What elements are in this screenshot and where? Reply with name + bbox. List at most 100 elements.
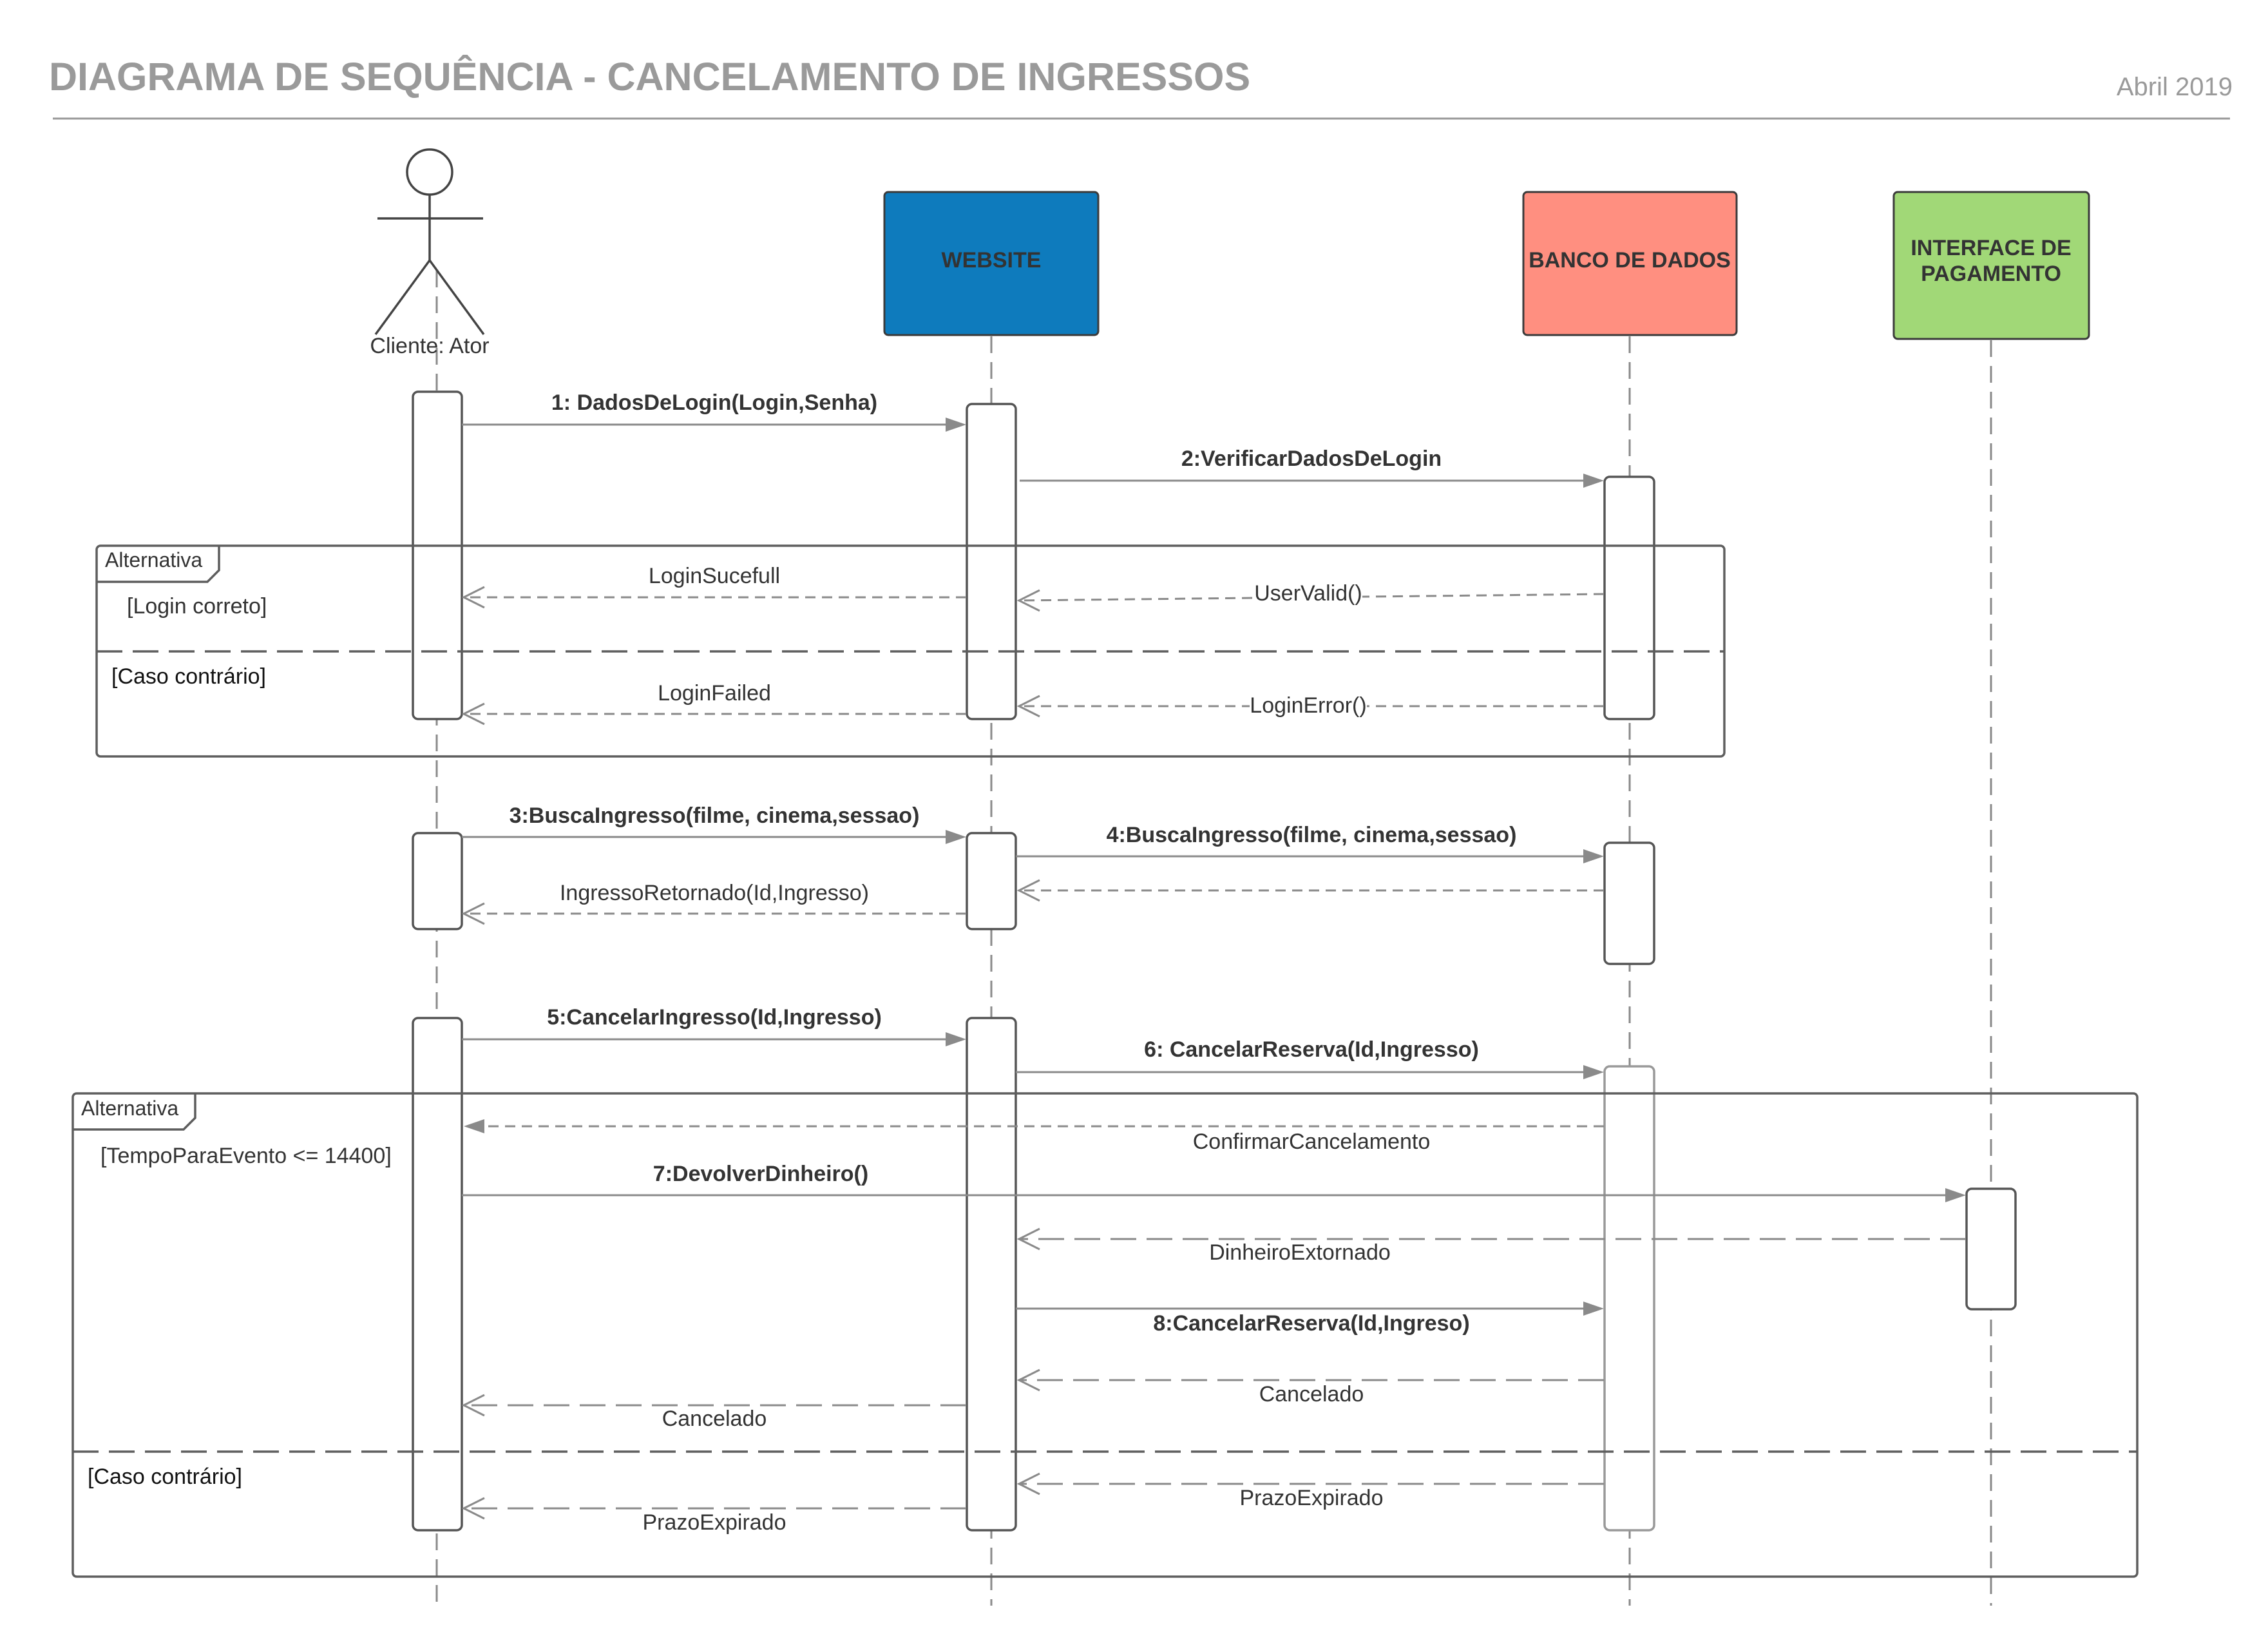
activation-cliente xyxy=(412,390,463,720)
open-arrowhead xyxy=(1016,879,1040,902)
return-login-failed: LoginFailed xyxy=(461,681,966,725)
return-login-error: LoginError() xyxy=(1016,693,1604,718)
message-label: 3:BuscaIngresso(filme, cinema,sessao) xyxy=(510,803,920,828)
return-login-sucefull: LoginSucefull xyxy=(461,564,966,609)
open-arrowhead xyxy=(461,702,485,725)
label-bg xyxy=(1253,580,1362,603)
message-label: UserValid() xyxy=(1254,581,1362,606)
message-label: 1: DadosDeLogin(Login,Senha) xyxy=(551,390,877,415)
participant-pagamento-box xyxy=(1892,191,2090,340)
activation-pagamento xyxy=(1965,1187,2017,1311)
arrowhead xyxy=(946,418,966,432)
date-label: Abril 2019 xyxy=(2117,73,2233,101)
return-ingresso-retornado: IngressoRetornado(Id,Ingresso) xyxy=(461,881,966,925)
open-arrowhead xyxy=(1016,589,1040,612)
message-label: IngressoRetornado(Id,Ingresso) xyxy=(560,881,869,905)
message-label: 8:CancelarReserva(Id,Ingreso) xyxy=(1153,1311,1469,1336)
message-6: 6: CancelarReserva(Id,Ingresso) xyxy=(1016,1037,1604,1079)
return-user-valid: UserValid() xyxy=(1016,580,1605,612)
actor-head-icon xyxy=(406,148,453,196)
participant-pagamento-label-line1: INTERFACE DE xyxy=(1911,236,2071,260)
arrowhead xyxy=(1583,474,1604,488)
open-arrowhead xyxy=(1016,695,1040,718)
message-5: 5:CancelarIngresso(Id,Ingresso) xyxy=(462,1005,966,1046)
actor-cliente[interactable]: Cliente: Ator xyxy=(370,148,490,358)
alt-frame-name: Alternativa xyxy=(81,1097,178,1120)
message-label: PrazoExpirado xyxy=(642,1510,786,1535)
activation-cliente xyxy=(412,1017,463,1532)
return-prazo-expirado-website: PrazoExpirado xyxy=(461,1497,966,1535)
message-3: 3:BuscaIngresso(filme, cinema,sessao) xyxy=(462,803,966,844)
participant-website[interactable]: WEBSITE xyxy=(883,191,1100,336)
actor-leg-right xyxy=(428,259,485,336)
message-label: LoginSucefull xyxy=(649,564,780,588)
participant-pagamento[interactable]: INTERFACE DE PAGAMENTO xyxy=(1892,191,2090,340)
arrowhead xyxy=(946,1032,966,1046)
open-arrowhead xyxy=(461,586,485,609)
return-cancelado-website: Cancelado xyxy=(461,1394,966,1431)
return-prazo-expirado-banco: PrazoExpirado xyxy=(1016,1472,1604,1510)
alt-frame-border xyxy=(71,1092,2139,1578)
message-label: DinheiroExtornado xyxy=(1209,1240,1391,1265)
participant-banco-box xyxy=(1522,191,1738,336)
message-7: 7:DevolverDinheiro() xyxy=(462,1162,1966,1202)
alt-guard: [TempoParaEvento <= 14400] xyxy=(100,1144,392,1168)
return-busca-banco xyxy=(1016,879,1604,902)
arrowhead xyxy=(946,830,966,844)
activation-website xyxy=(966,1017,1017,1532)
alt-frame-login: Alternativa [Login correto] [Caso contrá… xyxy=(95,544,1726,758)
arrowhead xyxy=(1583,849,1604,863)
arrowhead xyxy=(1945,1188,1966,1202)
participant-website-label: WEBSITE xyxy=(942,248,1042,273)
activation-website xyxy=(966,403,1017,720)
return-dinheiro-extornado: DinheiroExtornado xyxy=(1016,1227,1966,1265)
else-guard: [Caso contrário] xyxy=(88,1465,242,1489)
arrowhead xyxy=(1583,1065,1604,1079)
alt-frame-tab xyxy=(73,1093,196,1131)
message-8: 8:CancelarReserva(Id,Ingreso) xyxy=(1016,1302,1604,1336)
message-4: 4:BuscaIngresso(filme, cinema,sessao) xyxy=(1016,823,1604,863)
alt-frame-tab xyxy=(97,546,220,583)
message-label: ConfirmarCancelamento xyxy=(1193,1129,1431,1154)
alt-frame-cancel: Alternativa [TempoParaEvento <= 14400] [… xyxy=(71,1092,2139,1578)
message-label: 5:CancelarIngresso(Id,Ingresso) xyxy=(547,1005,882,1030)
open-arrowhead xyxy=(1016,1369,1040,1392)
participant-website-box xyxy=(883,191,1100,336)
open-arrowhead xyxy=(1016,1472,1040,1495)
message-label: Cancelado xyxy=(662,1407,767,1431)
alt-frame-name: Alternativa xyxy=(105,548,202,572)
arrowhead xyxy=(1583,1302,1604,1316)
return-cancelado-banco: Cancelado xyxy=(1016,1369,1604,1407)
message-label: Cancelado xyxy=(1259,1382,1364,1407)
message-1: 1: DadosDeLogin(Login,Senha) xyxy=(462,390,966,432)
actor-leg-left xyxy=(374,259,431,336)
page-title: DIAGRAMA DE SEQUÊNCIA - CANCELAMENTO DE … xyxy=(49,55,1250,99)
alt-guard: [Login correto] xyxy=(127,594,267,619)
message-label: LoginFailed xyxy=(658,681,771,706)
message-label: 4:BuscaIngresso(filme, cinema,sessao) xyxy=(1107,823,1517,847)
activation-website xyxy=(966,832,1017,930)
activation-cliente xyxy=(412,832,463,930)
participant-banco-label: BANCO DE DADOS xyxy=(1529,248,1731,273)
activation-banco xyxy=(1603,476,1655,720)
actor-label: Cliente: Ator xyxy=(370,334,489,358)
activation-banco xyxy=(1603,1065,1655,1532)
message-label: 2:VerificarDadosDeLogin xyxy=(1181,447,1442,471)
message-2: 2:VerificarDadosDeLogin xyxy=(1020,447,1604,488)
open-arrowhead xyxy=(461,902,485,925)
participant-banco[interactable]: BANCO DE DADOS xyxy=(1522,191,1738,336)
else-guard: [Caso contrário] xyxy=(111,664,266,689)
open-arrowhead xyxy=(461,1394,485,1417)
open-arrowhead xyxy=(461,1497,485,1520)
activation-banco xyxy=(1603,841,1655,965)
return-confirmar-cancelamento: ConfirmarCancelamento xyxy=(464,1119,1604,1154)
message-label: 7:DevolverDinheiro() xyxy=(653,1162,868,1186)
message-label: LoginError() xyxy=(1250,693,1366,718)
arrowhead xyxy=(464,1119,484,1133)
label-bg xyxy=(1250,693,1367,716)
participant-pagamento-label-line2: PAGAMENTO xyxy=(1921,262,2061,286)
open-arrowhead xyxy=(1016,1227,1040,1251)
message-label: 6: CancelarReserva(Id,Ingresso) xyxy=(1144,1037,1479,1062)
message-label: PrazoExpirado xyxy=(1239,1486,1383,1510)
